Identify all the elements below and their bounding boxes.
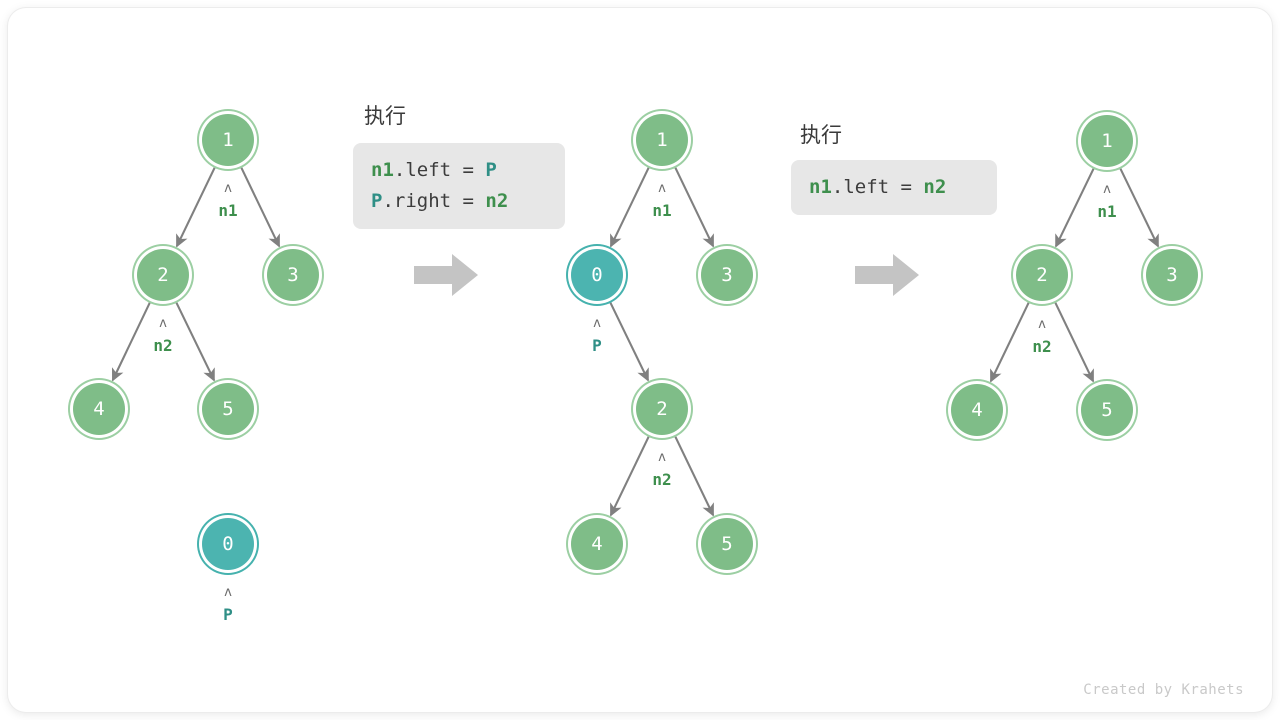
code-token: n2	[923, 176, 947, 198]
pointer-name: n1	[652, 201, 672, 220]
code-token: n2	[485, 190, 509, 212]
pointer-label-n2: ʌ n2	[1032, 318, 1051, 355]
code-token: n1	[371, 159, 394, 181]
step-arrow-1-icon	[414, 253, 478, 297]
tree-node-4: 4	[73, 383, 125, 435]
caret-icon: ʌ	[159, 316, 167, 331]
pointer-name: n2	[153, 336, 173, 355]
caret-icon: ʌ	[1038, 317, 1046, 332]
tree-node-2: 2	[137, 249, 189, 301]
caret-icon: ʌ	[658, 181, 666, 196]
tree-edge	[673, 433, 715, 517]
code-token: P	[485, 159, 497, 181]
tree-edge	[111, 299, 152, 382]
step-arrow-2-icon	[855, 253, 919, 297]
tree-node-2: 2	[1016, 249, 1068, 301]
pointer-label-n1: ʌ n1	[652, 182, 671, 219]
tree-node-1: 1	[1081, 115, 1133, 167]
tree-edge	[1053, 299, 1095, 383]
tree-edge	[175, 164, 217, 248]
tree-node-4: 4	[571, 518, 623, 570]
tree-node-0: 0	[571, 249, 623, 301]
tree-edge	[673, 164, 715, 248]
code-token: P	[371, 190, 383, 212]
tree-edge	[174, 299, 215, 382]
pointer-label-n2: ʌ n2	[153, 317, 172, 354]
code-token: n1	[809, 176, 832, 198]
code-line: n1.left = P	[371, 155, 547, 186]
tree-node-2: 2	[636, 383, 688, 435]
caret-icon: ʌ	[658, 450, 666, 465]
execute-caption: 执行	[800, 123, 842, 147]
code-token: .left =	[831, 176, 924, 198]
pointer-name: n1	[1097, 202, 1117, 221]
pointer-name: P	[592, 336, 602, 355]
caret-icon: ʌ	[224, 585, 232, 600]
tree-node-1: 1	[636, 114, 688, 166]
tree-edge	[609, 164, 651, 248]
tree-node-5: 5	[1081, 384, 1133, 436]
pointer-name: n1	[218, 201, 238, 220]
tree-node-0: 0	[202, 518, 254, 570]
pointer-name: n2	[652, 470, 672, 489]
watermark: Created by Krahets	[1083, 682, 1244, 698]
tree-edge	[1055, 165, 1096, 248]
code-snippet-exec-2: n1.left = n2	[791, 160, 997, 215]
tree-node-3: 3	[701, 249, 753, 301]
tree-edge	[1118, 165, 1159, 248]
caret-icon: ʌ	[1103, 182, 1111, 197]
tree-node-1: 1	[202, 114, 254, 166]
pointer-name: P	[223, 605, 233, 624]
pointer-label-n1: ʌ n1	[1097, 183, 1116, 220]
execute-caption: 执行	[364, 104, 406, 128]
code-line: n1.left = n2	[809, 172, 979, 203]
pointer-label-n2: ʌ n2	[652, 451, 671, 488]
tree-node-5: 5	[202, 383, 254, 435]
tree-node-5: 5	[701, 518, 753, 570]
tree-node-3: 3	[267, 249, 319, 301]
tree-node-4: 4	[951, 384, 1003, 436]
tree-edge	[239, 164, 281, 248]
tree-edge	[609, 433, 651, 517]
tree-node-3: 3	[1146, 249, 1198, 301]
caret-icon: ʌ	[224, 181, 232, 196]
tree-edge	[608, 299, 649, 382]
code-line: P.right = n2	[371, 186, 547, 217]
pointer-name: n2	[1032, 337, 1052, 356]
pointer-label-n1: ʌ n1	[218, 182, 237, 219]
caret-icon: ʌ	[593, 316, 601, 331]
tree-edge	[989, 299, 1031, 383]
code-token: .right =	[382, 190, 486, 212]
code-token: .left =	[393, 159, 486, 181]
